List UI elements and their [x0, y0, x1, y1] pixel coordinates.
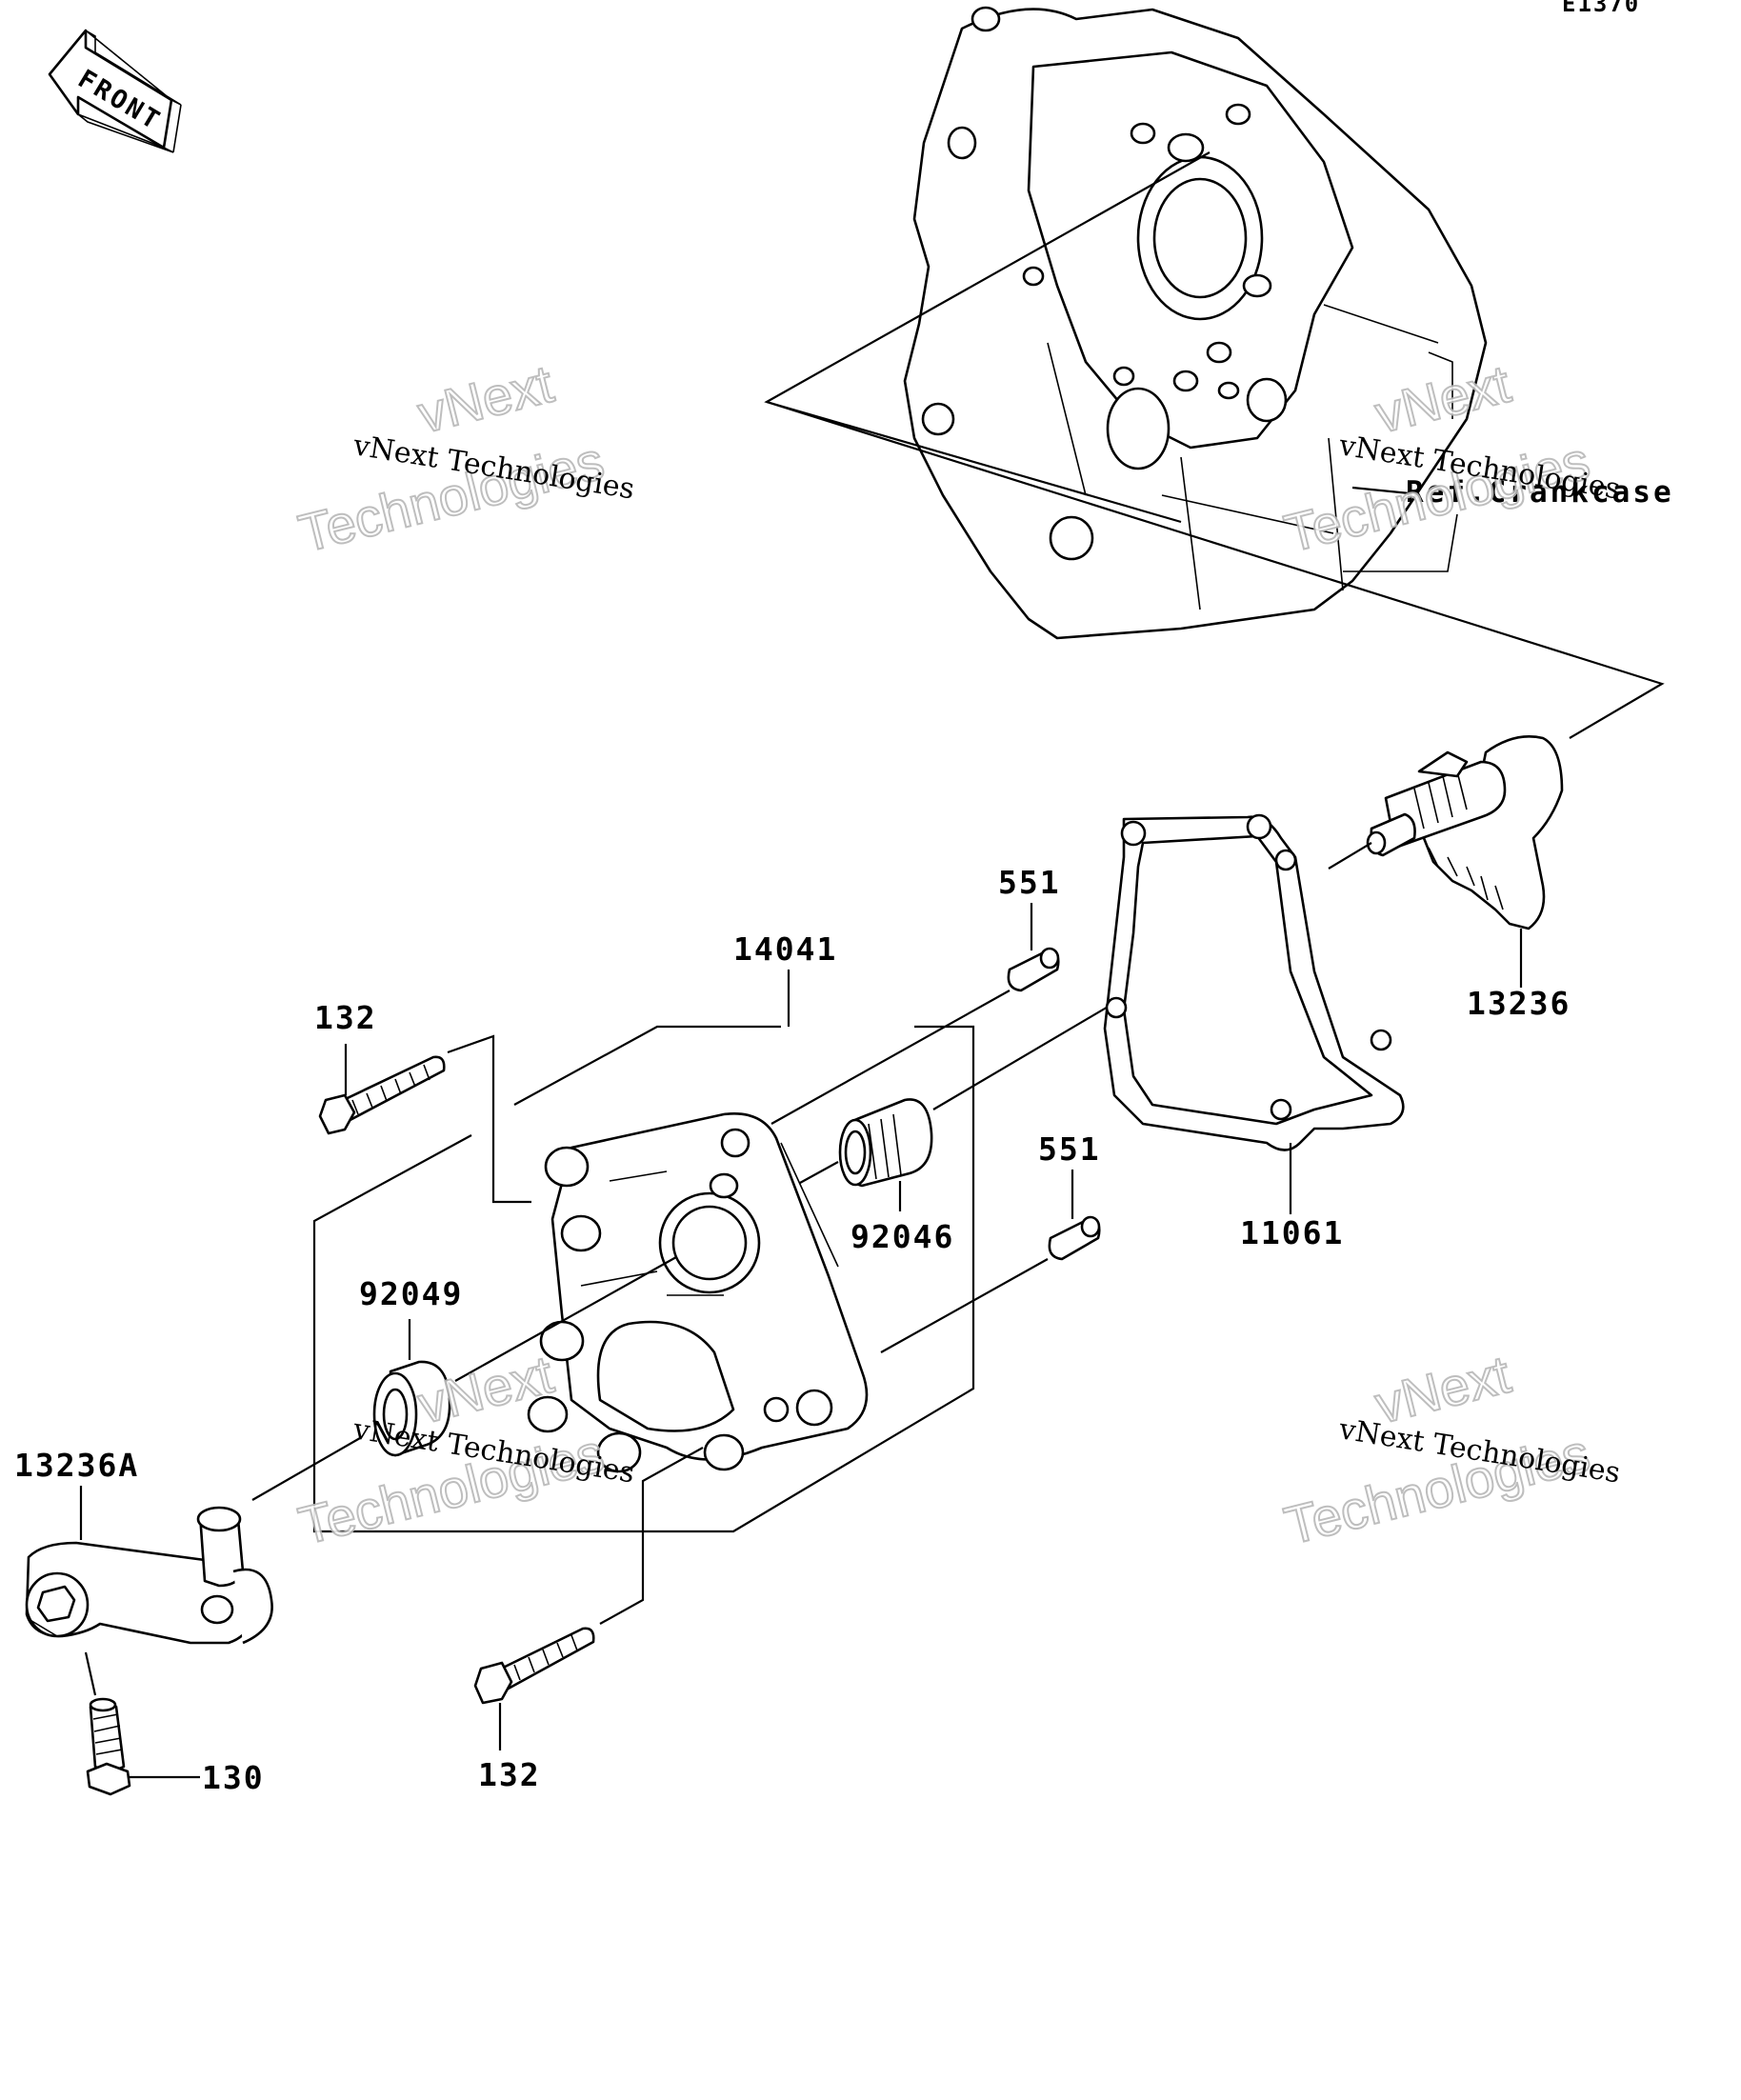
label-551-top: 551	[998, 864, 1061, 901]
gasket-11061	[1103, 813, 1405, 1151]
crankcase-ref	[903, 6, 1488, 640]
dowel-pin-551-top	[1007, 947, 1060, 992]
ref-crankcase-label: Ref.Crankcase	[1406, 475, 1674, 510]
bolt-132-top	[318, 1055, 446, 1135]
label-13236A: 13236A	[14, 1447, 139, 1484]
shift-lever-13236A	[25, 1506, 273, 1645]
label-11061: 11061	[1240, 1214, 1344, 1251]
front-arrow-icon: FRONT	[48, 29, 182, 153]
label-14041: 14041	[733, 930, 837, 968]
label-13236: 13236	[1467, 985, 1571, 1022]
diagram-code: E1370	[1562, 0, 1640, 17]
label-132-top: 132	[314, 999, 377, 1036]
svg-text:vNext: vNext	[412, 353, 560, 445]
cover-14041	[527, 1112, 869, 1473]
label-92046: 92046	[850, 1218, 954, 1255]
label-92049: 92049	[359, 1275, 463, 1312]
watermark-right-bottom: vNext Technologies vNext Technologies	[1278, 1343, 1623, 1557]
dowel-pin-551-mid	[1048, 1215, 1101, 1261]
label-132-bottom: 132	[478, 1756, 541, 1793]
shift-shaft-13236	[1366, 735, 1564, 930]
bolt-132-bottom	[473, 1627, 595, 1705]
bolt-130	[86, 1697, 131, 1796]
label-551-mid: 551	[1038, 1130, 1101, 1168]
oil-seal-92049	[372, 1360, 451, 1457]
watermark-left-top: vNext Technologies vNext Technologies	[292, 352, 637, 565]
bearing-92046	[838, 1098, 933, 1188]
label-130: 130	[202, 1759, 265, 1796]
